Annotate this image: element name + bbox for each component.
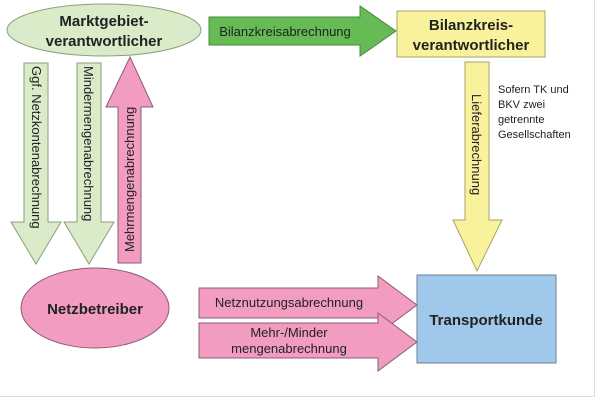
bkv-label-line1: Bilanzkreis- xyxy=(429,17,513,34)
nn-arrow-shape xyxy=(198,275,418,335)
arrow-lieferabrechnung: Lieferabrechnung xyxy=(452,61,503,273)
node-transportkunde: Transportkunde xyxy=(416,274,557,364)
note-line-1: Sofern TK und xyxy=(498,84,569,96)
arrow-mehr-minder-mengenabrechnung: Mehr-/Minder mengenabrechnung xyxy=(198,312,418,372)
lf-arrow-label: Lieferabrechnung xyxy=(469,94,484,195)
note-line-4: Gesellschaften xyxy=(498,129,571,141)
bk-arrow-shape xyxy=(208,5,397,57)
arrow-bilanzkreisabrechnung: Bilanzkreisabrechnung xyxy=(208,5,397,57)
bk-arrow-label: Bilanzkreisabrechnung xyxy=(219,24,351,39)
mm-arrow-shape xyxy=(63,62,115,265)
node-netzbetreiber: Netzbetreiber xyxy=(20,267,170,349)
mgv-label-line1: Marktgebiet- xyxy=(59,13,148,30)
mmz-arrow-label-line1: Mehr-/Minder xyxy=(250,325,328,340)
mmz-arrow-shape xyxy=(198,312,418,372)
arrow-netzkontenabrechnung: Ggf. Netzkontenabrechnung xyxy=(10,62,62,265)
diagram-frame xyxy=(0,0,595,397)
mm-arrow-label: Mindermengenabrechnung xyxy=(81,66,96,221)
note-line-2: BKV zwei xyxy=(498,99,545,111)
bkv-box xyxy=(396,10,546,58)
mmz-arrow-label-line2: mengenabrechnung xyxy=(231,341,347,356)
note-line-3: getrennte xyxy=(498,114,544,126)
nb-ellipse xyxy=(20,267,170,349)
tk-box xyxy=(416,274,557,364)
mh-arrow-label: Mehrmengenabrechnung xyxy=(122,107,137,252)
nb-label: Netzbetreiber xyxy=(47,301,143,318)
nk-arrow-shape xyxy=(10,62,62,265)
arrow-mindermengenabrechnung: Mindermengenabrechnung xyxy=(63,62,115,265)
arrow-netznutzungsabrechnung: Netznutzungsabrechnung xyxy=(198,275,418,335)
mgv-label-line2: verantwortlicher xyxy=(46,33,163,50)
arrow-mehrmengenabrechnung: Mehrmengenabrechnung xyxy=(105,55,154,264)
node-marktgebietverantwortlicher: Marktgebiet- verantwortlicher xyxy=(6,3,202,57)
node-bilanzkreisverantwortlicher: Bilanzkreis- verantwortlicher xyxy=(396,10,546,58)
bkv-label-line2: verantwortlicher xyxy=(413,37,530,54)
nn-arrow-label: Netznutzungsabrechnung xyxy=(215,295,363,310)
lf-arrow-shape xyxy=(452,61,503,273)
nk-arrow-label: Ggf. Netzkontenabrechnung xyxy=(29,66,44,229)
tk-label: Transportkunde xyxy=(429,312,542,329)
mgv-ellipse xyxy=(6,3,202,57)
mh-arrow-shape xyxy=(105,55,154,264)
note-separate-companies: Sofern TK und BKV zwei getrennte Gesells… xyxy=(498,84,571,141)
